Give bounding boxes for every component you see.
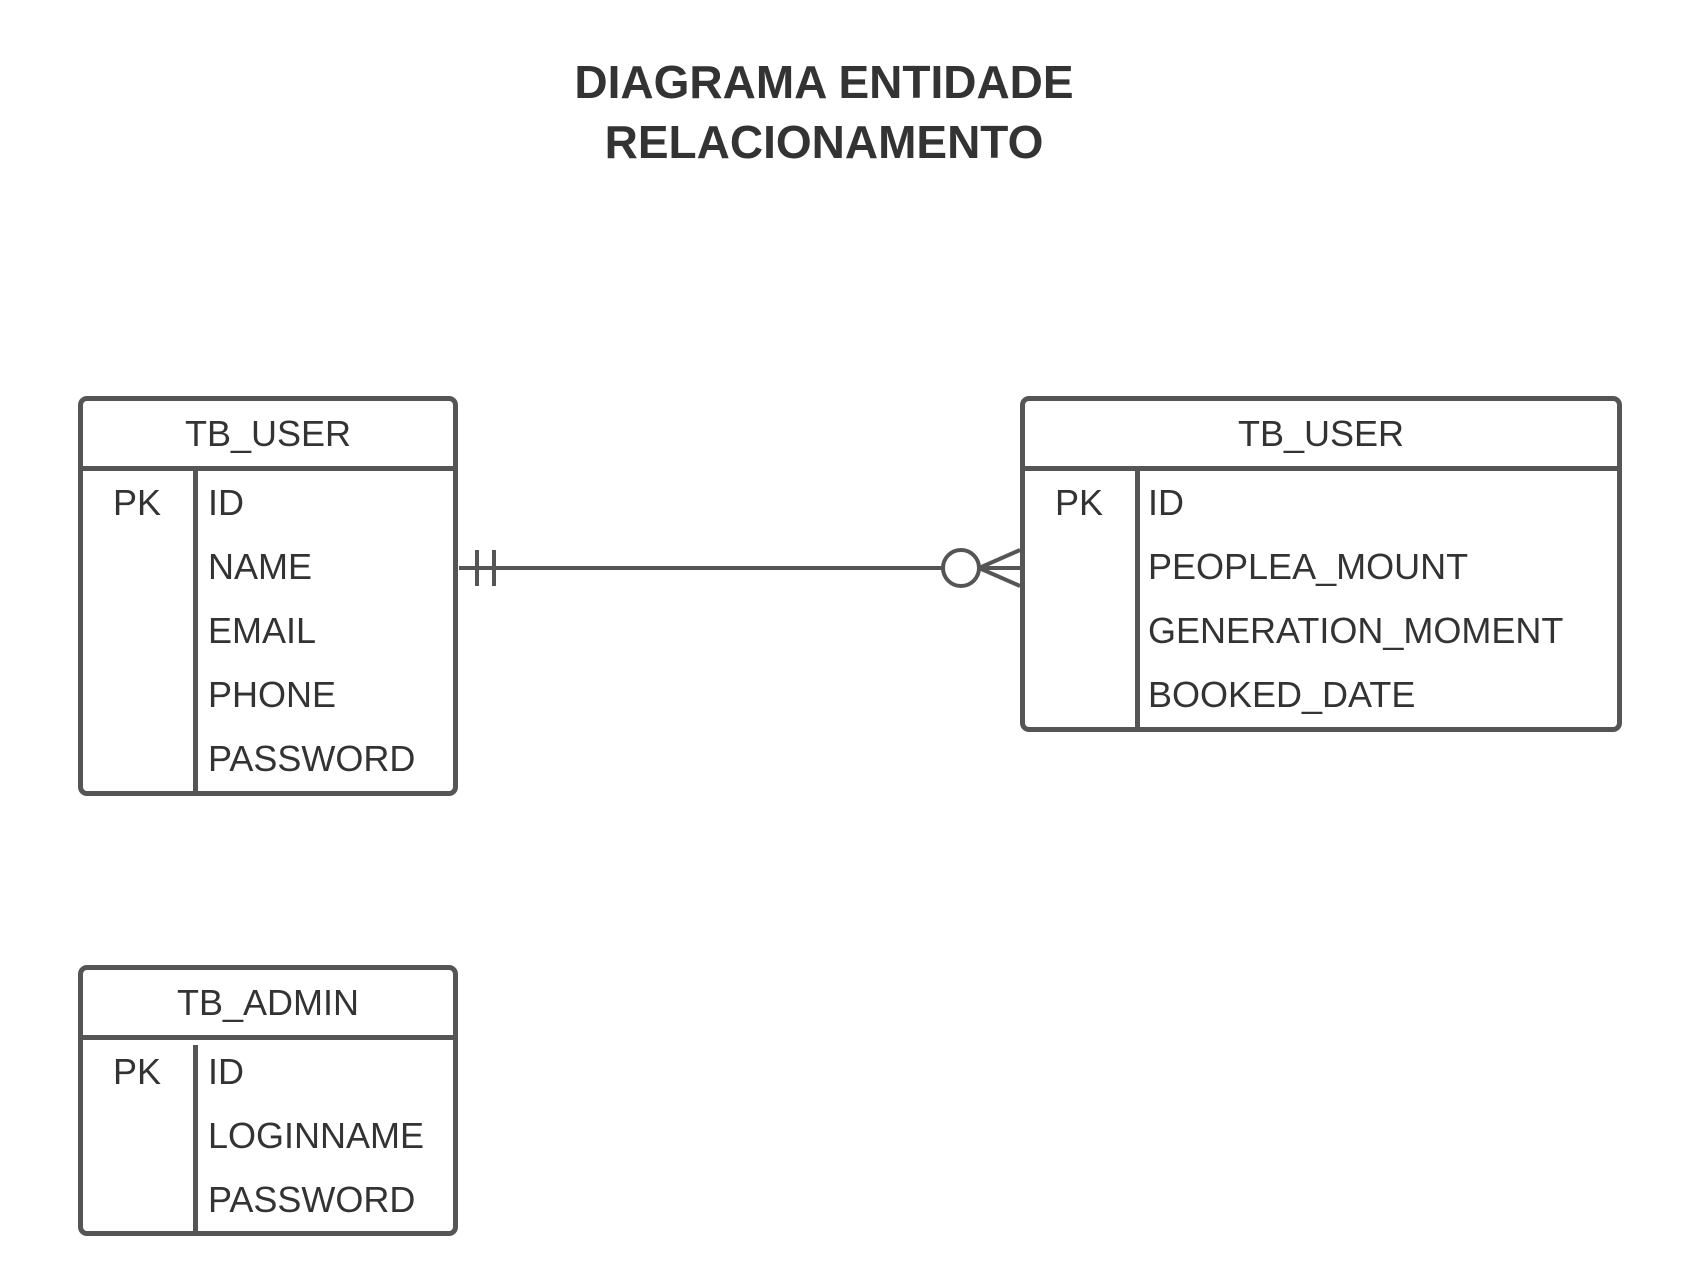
pk-label: PK: [113, 1051, 162, 1092]
field-loginname: LOGINNAME: [208, 1115, 425, 1156]
title-line-1: DIAGRAMA ENTIDADE: [574, 56, 1074, 108]
entity-tb-admin[interactable]: TB_ADMIN PK ID LOGINNAME PASSWORD: [78, 965, 458, 1236]
field-password: PASSWORD: [208, 1179, 416, 1220]
pk-label: PK: [1055, 482, 1104, 523]
field-phone: PHONE: [208, 674, 337, 715]
title-line-2: RELACIONAMENTO: [604, 116, 1044, 168]
column-divider: [1135, 466, 1140, 727]
entity-header: TB_USER: [83, 401, 453, 471]
column-divider: [193, 1045, 198, 1231]
crowfoot-upper: [978, 548, 1021, 570]
field-id: ID: [208, 1051, 244, 1092]
diagram-title: DIAGRAMA ENTIDADE RELACIONAMENTO: [0, 52, 1648, 172]
field-generation-moment: GENERATION_MOMENT: [1148, 610, 1564, 651]
entity-header: TB_ADMIN: [83, 970, 453, 1040]
entity-name: TB_ADMIN: [176, 981, 360, 1023]
crowfoot-lower: [978, 566, 1021, 588]
field-password: PASSWORD: [208, 738, 416, 779]
pk-label: PK: [113, 482, 162, 523]
field-booked-date: BOOKED_DATE: [1148, 674, 1416, 715]
entity-tb-user-booking[interactable]: TB_USER PK ID PEOPLEA_MOUNT GENERATION_M…: [1020, 396, 1622, 732]
field-id: ID: [208, 482, 244, 523]
zero-circle: [941, 548, 981, 588]
column-divider: [193, 466, 198, 791]
field-id: ID: [1148, 482, 1184, 523]
field-peoplea-mount: PEOPLEA_MOUNT: [1148, 546, 1469, 587]
entity-name: TB_USER: [184, 412, 352, 454]
entity-tb-user[interactable]: TB_USER PK ID NAME EMAIL PHONE PASSWORD: [78, 396, 458, 796]
field-name: NAME: [208, 546, 313, 587]
field-email: EMAIL: [208, 610, 317, 651]
entity-name: TB_USER: [1237, 412, 1405, 454]
entity-header: TB_USER: [1025, 401, 1617, 471]
